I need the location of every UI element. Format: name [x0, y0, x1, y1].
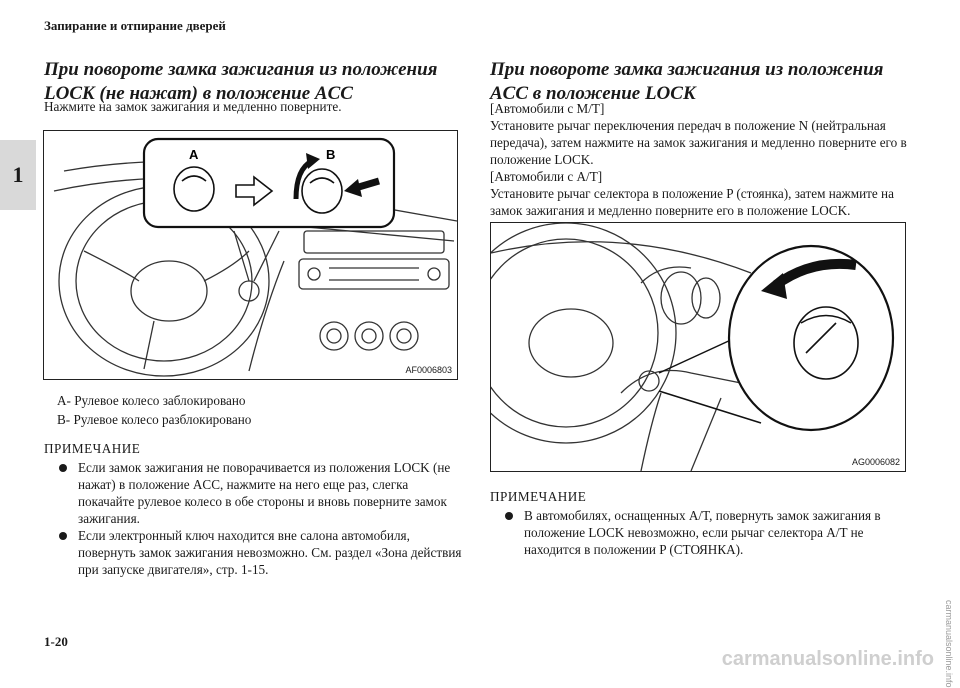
intro-line: Установите рычаг селектора в положение P…	[490, 186, 894, 218]
watermark: carmanualsonline.info	[721, 648, 934, 670]
note-heading: ПРИМЕЧАНИЕ	[490, 489, 587, 504]
legend-item-b: B- Рулевое колесо разблокировано	[57, 412, 252, 427]
dashboard-illustration: A B	[53, 137, 457, 377]
intro-line: Установите рычаг переключения передач в …	[490, 118, 907, 167]
chapter-tab: 1	[0, 140, 36, 210]
figure-code-left: AF0006803	[405, 365, 452, 375]
note-heading: ПРИМЕЧАНИЕ	[44, 441, 141, 456]
watermark-small: carmanualsonline.info	[944, 600, 954, 688]
note-list: Если замок зажигания не поворачивается и…	[44, 459, 464, 578]
ignition-push-figure: A B AF0006803	[43, 130, 458, 380]
figure-label-b: B	[326, 147, 335, 162]
note-item: Если электронный ключ находится вне сало…	[44, 527, 464, 578]
callout-box	[142, 137, 396, 229]
right-intro-text: [Автомобили с M/T] Установите рычаг пере…	[490, 100, 910, 219]
figure-legend: A- Рулевое колесо заблокировано B- Рулев…	[57, 392, 457, 430]
left-section-title: При повороте замка зажигания из положени…	[44, 59, 438, 104]
ignition-turn-figure: AG0006082	[490, 222, 906, 472]
dashboard-illustration	[491, 223, 895, 471]
note-item: В автомобилях, оснащенных A/T, повернуть…	[490, 507, 910, 558]
intro-line: [Автомобили с M/T]	[490, 101, 605, 116]
right-note: ПРИМЕЧАНИЕ В автомобилях, оснащенных A/T…	[490, 488, 910, 558]
running-header: Запирание и отпирание дверей	[44, 18, 226, 33]
note-item: Если замок зажигания не поворачивается и…	[44, 459, 464, 527]
intro-line: [Автомобили с A/T]	[490, 169, 603, 184]
left-intro-text: Нажмите на замок зажигания и медленно по…	[44, 99, 342, 114]
legend-item-a: A- Рулевое колесо заблокировано	[57, 393, 246, 408]
page-number: 1-20	[44, 634, 68, 649]
note-list: В автомобилях, оснащенных A/T, повернуть…	[490, 507, 910, 558]
figure-label-a: A	[189, 147, 199, 162]
figure-code-right: AG0006082	[851, 457, 900, 467]
left-note: ПРИМЕЧАНИЕ Если замок зажигания не повор…	[44, 440, 464, 578]
right-section-title: При повороте замка зажигания из положени…	[490, 59, 884, 104]
callout-circle	[727, 244, 895, 432]
